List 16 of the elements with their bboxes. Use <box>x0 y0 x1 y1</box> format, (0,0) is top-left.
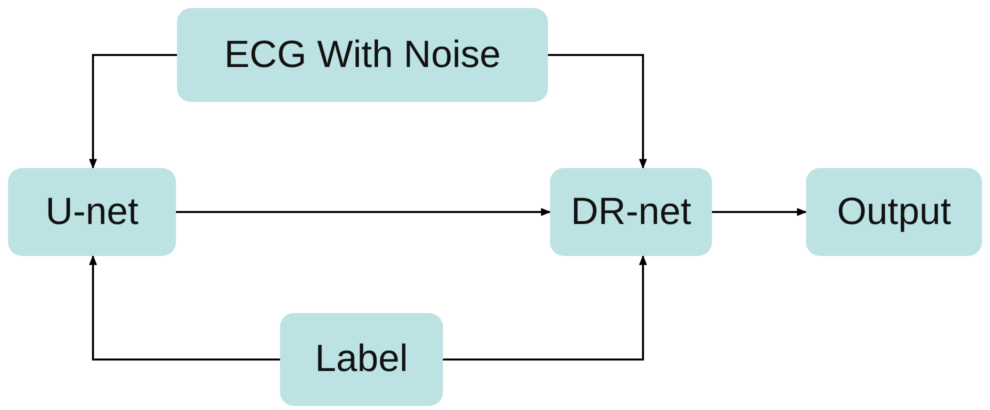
output-box <box>806 168 982 256</box>
arrow <box>89 54 177 169</box>
arrow <box>712 208 807 216</box>
node-label: Label <box>315 338 408 381</box>
arrow <box>176 208 551 216</box>
node-label: ECG With Noise <box>224 34 501 76</box>
process-box <box>8 168 176 256</box>
node-label: DR-net <box>570 190 692 234</box>
node-label: Output <box>836 190 952 234</box>
node-label: U-net <box>46 190 138 234</box>
arrow <box>89 255 280 360</box>
input-box <box>177 8 548 102</box>
arrow <box>548 54 647 169</box>
input-box <box>280 313 443 406</box>
process-box <box>550 168 712 256</box>
arrow <box>443 255 647 360</box>
